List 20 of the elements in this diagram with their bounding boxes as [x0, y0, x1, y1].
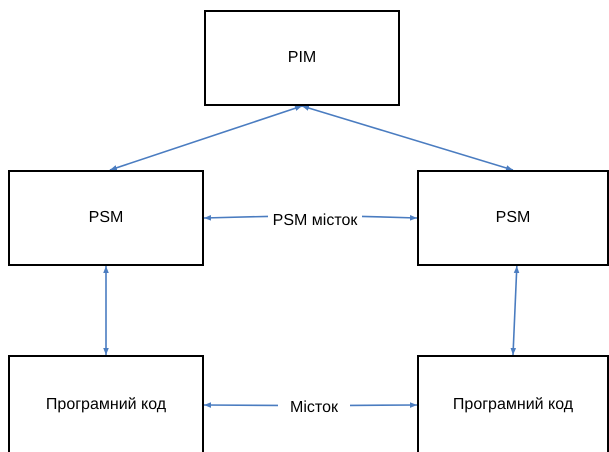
arrow — [110, 105, 302, 171]
bridge-label: PSM місток — [272, 211, 358, 231]
arrow — [204, 402, 278, 408]
process-box — [417, 170, 609, 266]
process-box — [417, 355, 609, 452]
bridge-label: Місток — [290, 398, 338, 418]
process-box — [8, 170, 204, 266]
arrow — [362, 215, 418, 221]
arrow — [350, 402, 417, 408]
box-label: PSM — [496, 208, 530, 228]
box-label: Програмний код — [452, 395, 574, 415]
arrow — [510, 266, 520, 356]
box-label: Програмний код — [46, 395, 166, 415]
process-box — [8, 355, 204, 452]
process-box — [204, 10, 400, 106]
box-label: PIM — [288, 48, 316, 68]
arrow — [302, 105, 514, 171]
arrow — [204, 215, 268, 221]
box-label: PSM — [88, 208, 124, 228]
arrow — [103, 266, 109, 355]
